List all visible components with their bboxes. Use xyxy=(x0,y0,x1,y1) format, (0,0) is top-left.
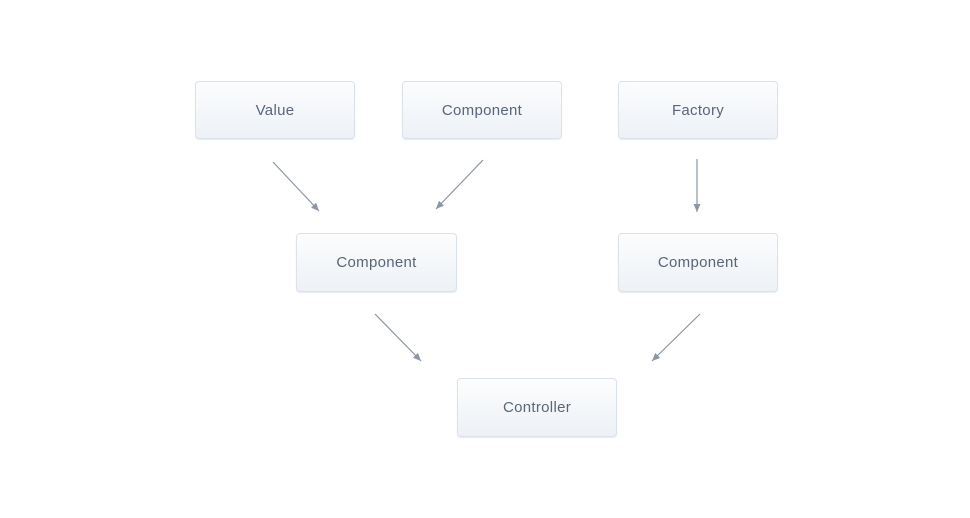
diagram-node-label: Controller xyxy=(502,399,572,416)
diagram-node-label: Component xyxy=(441,101,523,119)
diagram-node-label: Value xyxy=(255,101,295,119)
arrow-component-left-to-controller xyxy=(374,313,422,362)
diagram-node-label: Component xyxy=(336,254,417,271)
diagram-node-component-right: Component xyxy=(618,233,778,292)
arrow-value-to-component-left xyxy=(272,161,320,212)
arrow-component-top-to-component-left xyxy=(435,159,484,210)
diagram-node-component-left: Component xyxy=(296,233,457,292)
diagram-node-component-top: Component xyxy=(402,81,562,139)
diagram-node-controller: Controller xyxy=(457,378,617,437)
diagram-node-value: Value xyxy=(195,81,355,139)
diagram-node-label: Component xyxy=(657,254,739,271)
diagram-node-label: Factory xyxy=(671,101,725,119)
arrow-component-right-to-controller xyxy=(651,313,701,362)
diagram-node-factory: Factory xyxy=(618,81,778,139)
